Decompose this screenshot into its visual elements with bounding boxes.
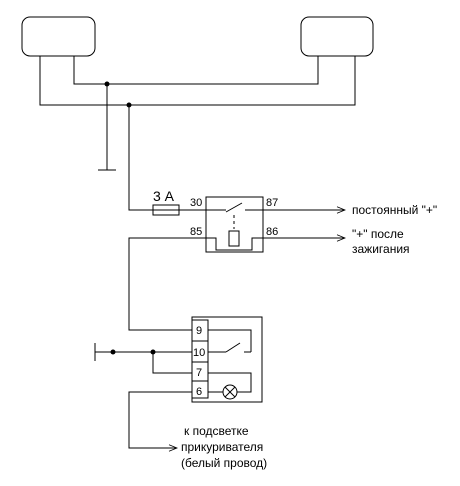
connector-strip <box>191 319 209 399</box>
connector-pin-6: 6 <box>196 386 202 398</box>
right-lamp <box>300 16 374 57</box>
connector-pin-7: 7 <box>196 367 202 379</box>
indicator-lamp-x2 <box>224 386 236 398</box>
output-ignition-plus-line2: зажигания <box>352 242 410 256</box>
junction-dot <box>126 102 132 108</box>
output-ignition-plus-line1: "+" после <box>352 227 404 241</box>
relay-switch-blade <box>225 202 243 213</box>
relay-coil-wire <box>206 237 263 251</box>
relay-pin-30: 30 <box>190 197 202 209</box>
internal-wire-7 <box>208 372 252 393</box>
left-lamp <box>21 16 96 57</box>
junction-dot <box>104 81 110 87</box>
relay-pin-87: 87 <box>266 197 278 209</box>
wire-lamp-inner <box>73 56 319 85</box>
note-line-1: к подсветке <box>184 424 249 438</box>
wire-pin6-to-lighter <box>128 391 192 448</box>
wire-to-fuse <box>128 105 153 211</box>
note-line-2: прикуривателя <box>181 440 263 454</box>
wire-ground-to-pin7 <box>152 352 192 374</box>
relay-box <box>205 196 264 253</box>
relay-coil <box>228 230 240 247</box>
junction-dot <box>110 349 116 355</box>
internal-switch-blade <box>225 342 241 353</box>
internal-wire-9 <box>208 329 252 352</box>
fuse-label: 3 А <box>153 188 175 204</box>
output-constant-plus: постоянный "+" <box>352 203 437 217</box>
connector-pin-10: 10 <box>193 347 205 359</box>
relay-pin-85: 85 <box>190 226 202 238</box>
wire-lamp-outer <box>39 56 356 106</box>
wire-85-to-pin9 <box>128 237 206 331</box>
indicator-lamp <box>222 384 238 400</box>
junction-dot <box>150 349 156 355</box>
note-line-3: (белый провод) <box>181 456 267 470</box>
connector-pin-9: 9 <box>196 325 202 337</box>
relay-pin-86: 86 <box>266 226 278 238</box>
